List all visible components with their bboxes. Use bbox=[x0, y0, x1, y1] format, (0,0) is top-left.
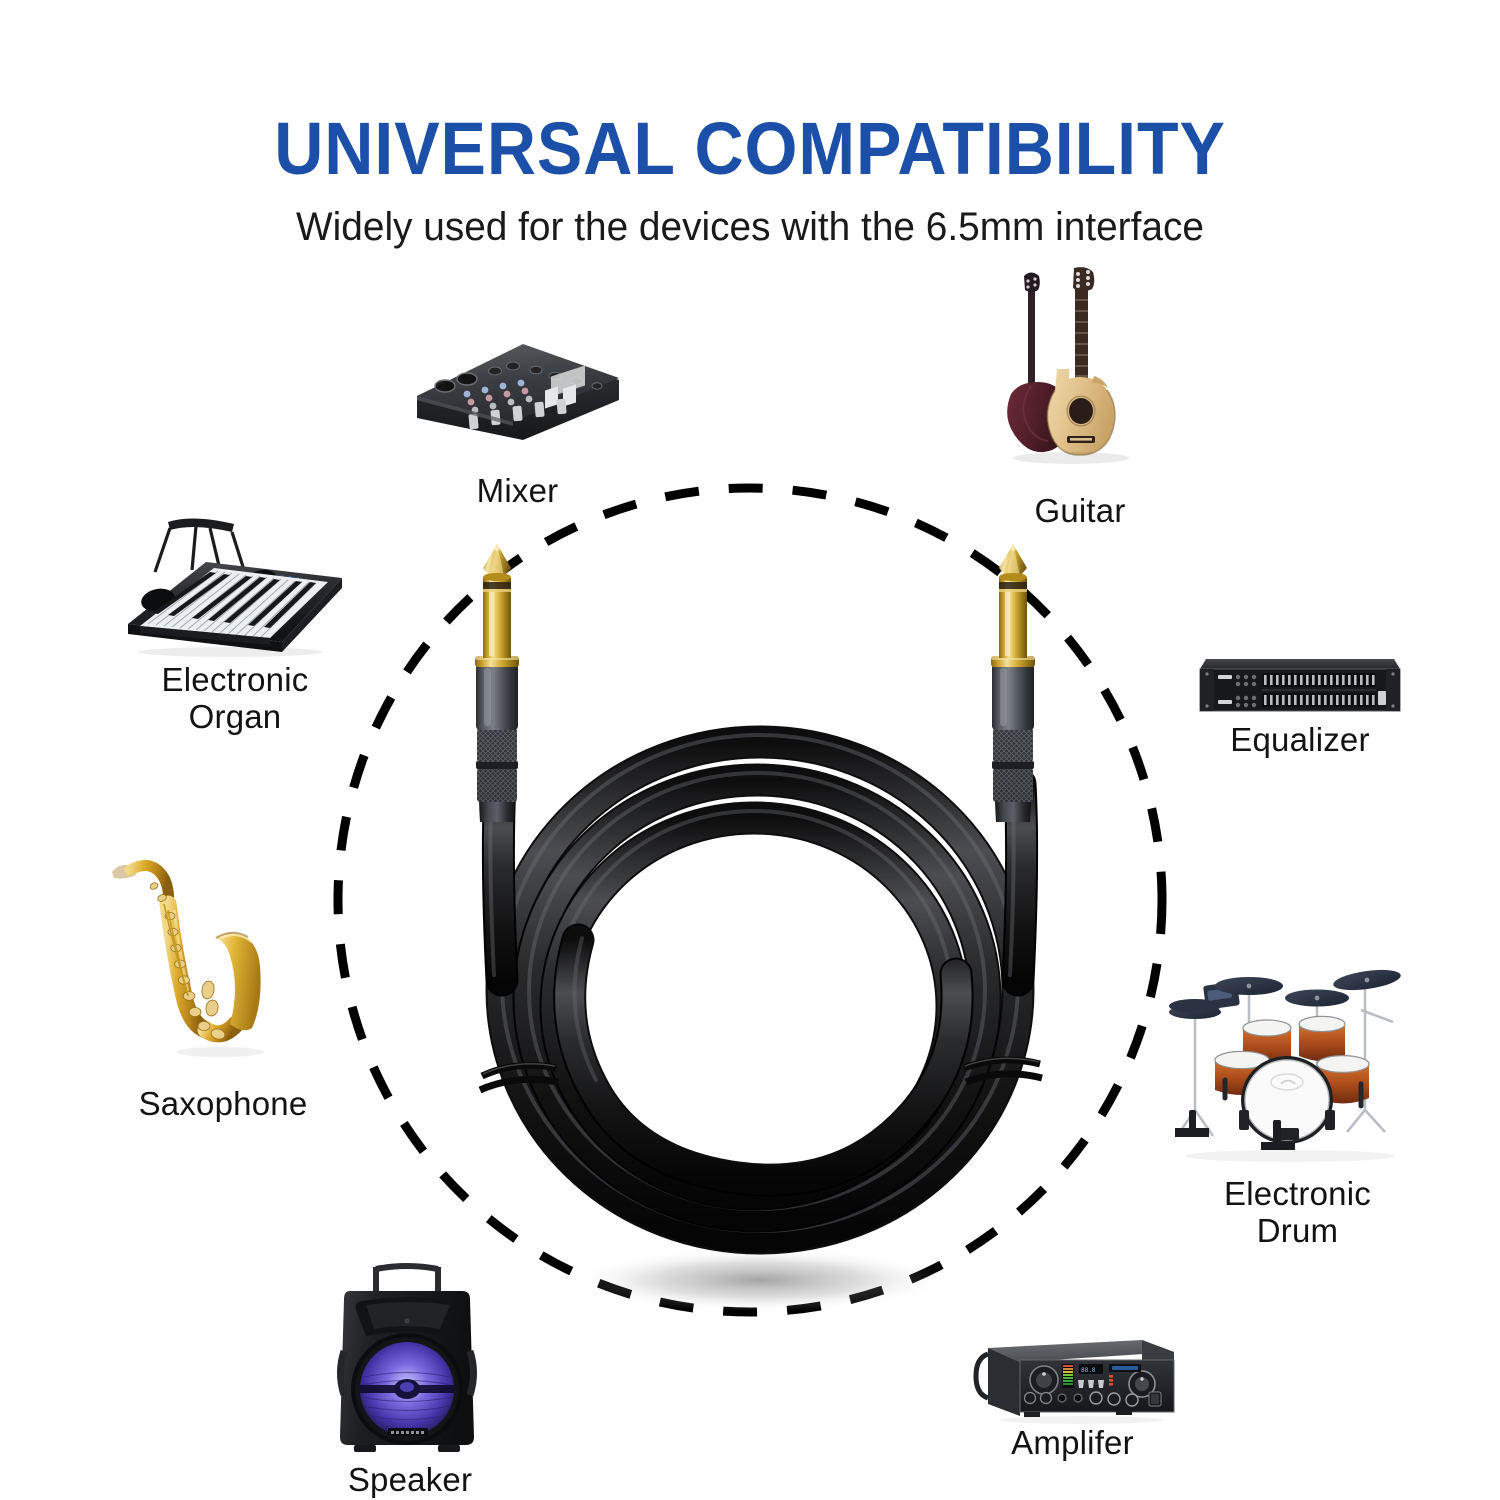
device-label-speaker: Speaker bbox=[347, 1461, 473, 1498]
dashed-circle-outline bbox=[333, 483, 1167, 1317]
cable-tie-left bbox=[478, 1061, 559, 1094]
cable-product-image bbox=[475, 544, 1043, 1310]
amplifier-icon: 88.8 bbox=[973, 1340, 1175, 1424]
cable-tie-right bbox=[962, 1056, 1043, 1086]
device-speaker bbox=[320, 1263, 495, 1460]
device-label-mixer: Mixer bbox=[476, 472, 559, 509]
guitar-icon bbox=[1007, 267, 1129, 464]
device-electronic-drum bbox=[1165, 960, 1425, 1175]
connector-left bbox=[475, 544, 519, 822]
device-label-electronic-organ: Electronic Organ bbox=[161, 661, 309, 735]
device-mixer bbox=[405, 322, 630, 462]
connector-right bbox=[991, 544, 1035, 822]
device-label-electronic-drum: Electronic Drum bbox=[1224, 1175, 1371, 1249]
svg-text:88.8: 88.8 bbox=[1081, 1367, 1096, 1374]
speaker-icon bbox=[337, 1263, 477, 1452]
mixer-icon bbox=[417, 344, 619, 440]
page-title: UNIVERSAL COMPATIBILITY bbox=[274, 107, 1226, 190]
electronic-drum-icon bbox=[1169, 969, 1401, 1162]
cable-drop-shadow bbox=[570, 1248, 950, 1310]
electronic-organ-icon bbox=[128, 518, 342, 657]
device-guitar bbox=[995, 266, 1170, 486]
device-label-equalizer: Equalizer bbox=[1230, 721, 1370, 758]
equalizer-icon bbox=[1199, 659, 1401, 712]
device-equalizer bbox=[1196, 655, 1404, 721]
device-amplifier: 88.8 bbox=[966, 1334, 1181, 1426]
saxophone-icon bbox=[112, 860, 264, 1057]
device-electronic-organ bbox=[110, 514, 350, 664]
page-subtitle: Widely used for the devices with the 6.5… bbox=[296, 205, 1204, 249]
device-label-amplifier: Amplifer bbox=[1011, 1424, 1134, 1461]
device-label-saxophone: Saxophone bbox=[138, 1085, 308, 1122]
device-saxophone bbox=[108, 840, 268, 1090]
cable-coil bbox=[485, 725, 1035, 1255]
device-label-guitar: Guitar bbox=[1034, 492, 1126, 529]
